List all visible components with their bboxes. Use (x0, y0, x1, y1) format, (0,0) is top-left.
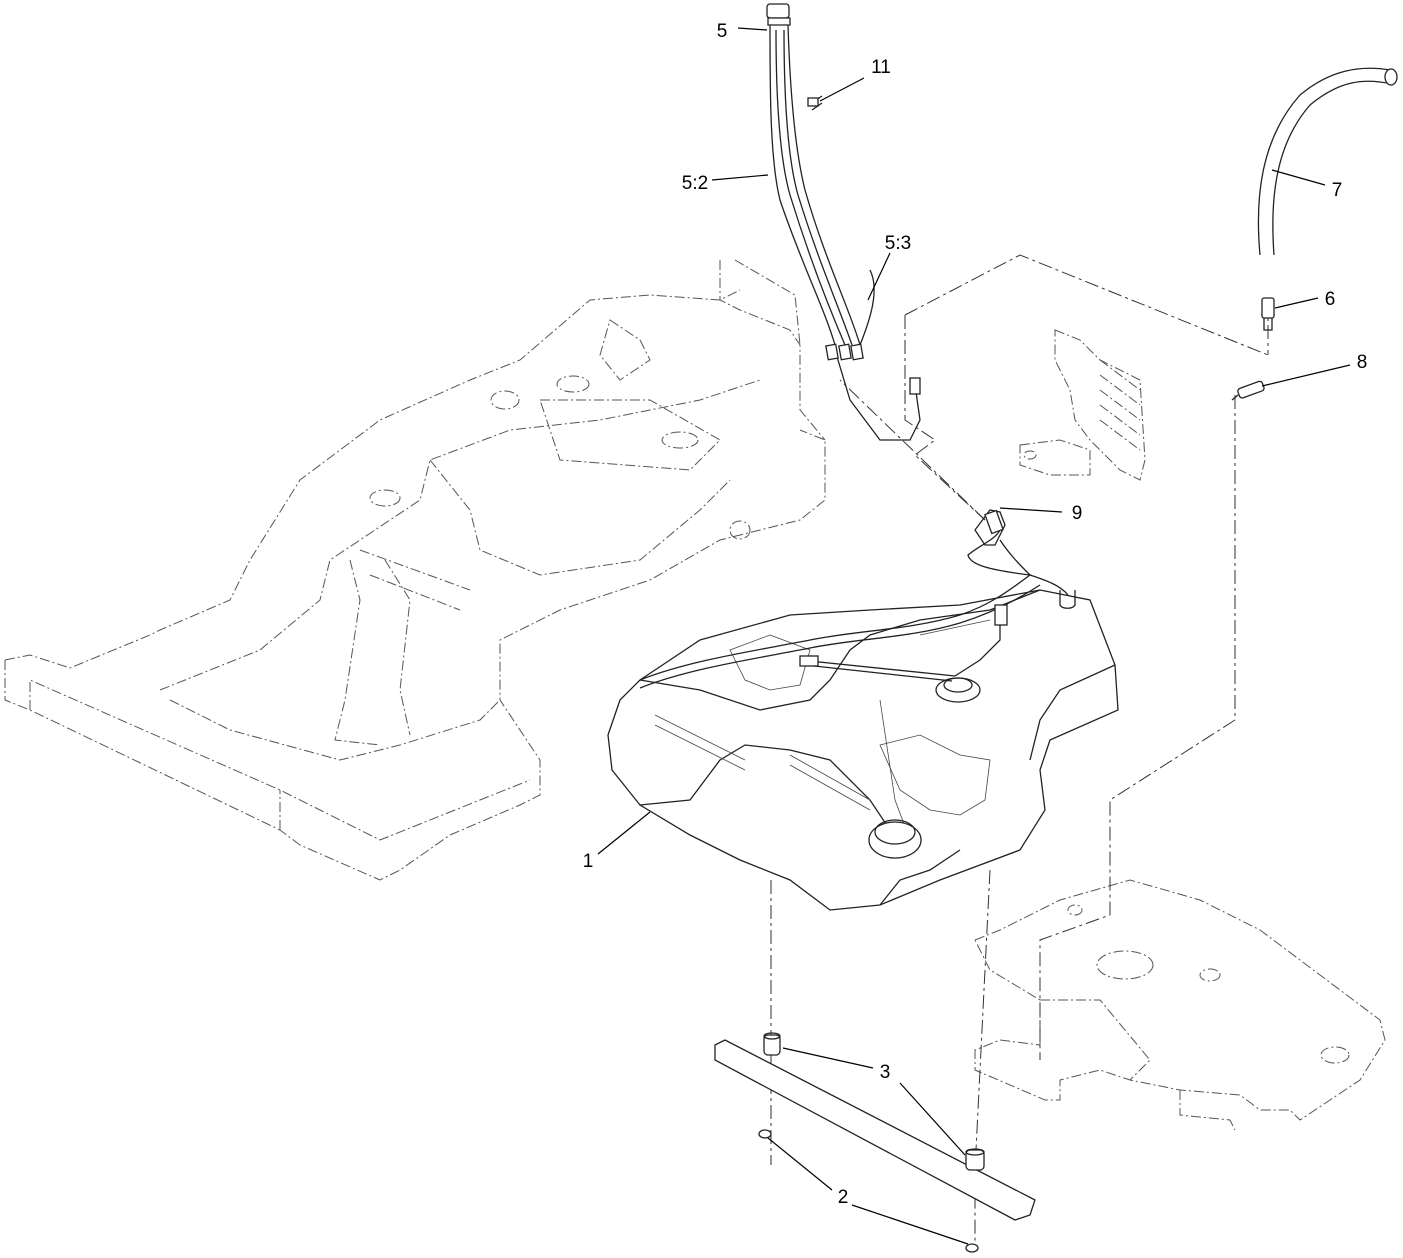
callout-7: 7 (1332, 180, 1343, 201)
callout-8: 8 (1357, 352, 1368, 373)
filler-neck (766, 3, 921, 441)
rubber-bumper (763, 1032, 985, 1171)
leader-lines (597, 27, 1351, 1245)
callout-11: 11 (871, 57, 891, 78)
frame-phantom (4, 259, 826, 881)
callout-6: 6 (1325, 289, 1336, 310)
fitting-9 (974, 509, 1006, 546)
fuel-tank (607, 589, 1119, 911)
callout-1: 1 (583, 851, 594, 872)
callout-5-3: 5:3 (885, 233, 911, 254)
vent-hose-7 (1257, 67, 1398, 256)
mounting-strip (714, 1039, 1036, 1221)
callout-3: 3 (880, 1062, 891, 1083)
fitting-6 (1261, 297, 1275, 331)
callout-2: 2 (838, 1187, 849, 1208)
chassis-plate-phantom (974, 879, 1386, 1131)
fitting-8 (1231, 380, 1265, 401)
callout-9: 9 (1072, 503, 1083, 524)
screw-11 (807, 95, 823, 111)
callout-5: 5 (717, 21, 728, 42)
callout-labels: 5 11 5:2 5:3 7 6 8 9 1 3 2 (583, 21, 1368, 1208)
callout-5-2: 5:2 (682, 173, 708, 194)
nut (758, 1129, 979, 1253)
fuel-lines (639, 529, 1069, 689)
bracket-phantom (1019, 329, 1146, 481)
